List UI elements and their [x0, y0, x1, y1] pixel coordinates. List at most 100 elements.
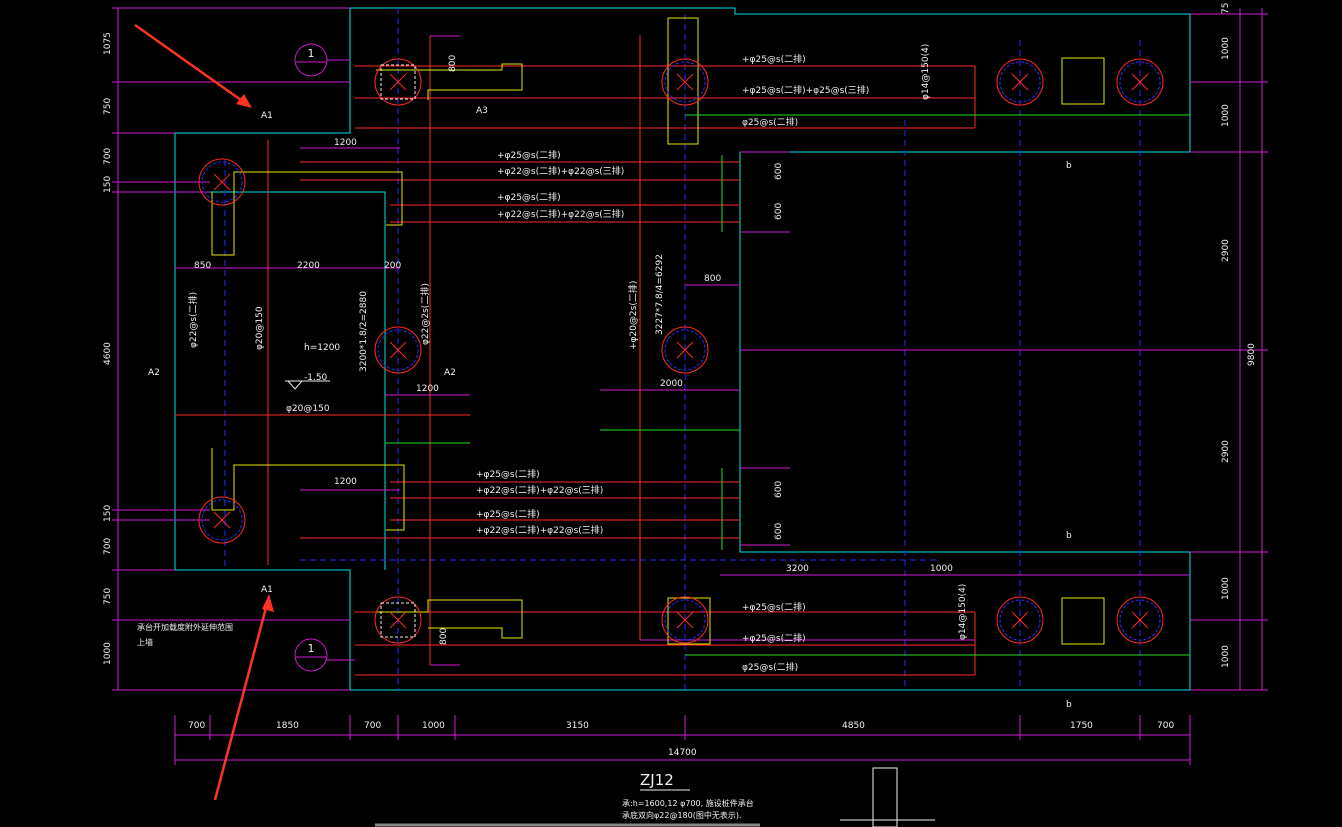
axis-grid: [224, 8, 1141, 690]
section-detail-box: [872, 767, 898, 827]
dim-left-6: 150: [103, 505, 113, 522]
green-lines: [385, 114, 1190, 656]
dim-inner-2000: 2000: [660, 379, 683, 389]
dim-inner-1200b: 1200: [416, 384, 439, 394]
dim-bottom-6: 4850: [842, 721, 865, 731]
dim-bottom-5: 3150: [566, 721, 589, 731]
zone-label-b-1: b: [1066, 161, 1072, 171]
section-mark-top: 1: [294, 43, 350, 77]
pile: [996, 58, 1044, 106]
rebar-label-low-1: +φ25@s(二排): [476, 468, 540, 480]
dim-inner-800b: 800: [439, 628, 449, 645]
rebar-label-stirrup-bot: φ14@150(4): [958, 584, 968, 640]
dim-bottom-8: 700: [1157, 721, 1174, 731]
dim-right-2: 1000: [1221, 37, 1231, 60]
rebar-label-top-3: φ25@s(二排): [742, 116, 798, 128]
label-calc-2: 3227*7.8/4=6292: [655, 254, 665, 335]
rebar-label-bot-2: +φ25@s(二排): [742, 632, 806, 644]
dim-inner-2200: 2200: [297, 261, 320, 271]
dim-inner-600d: 600: [774, 523, 784, 540]
drawing-title: ZJ12: [640, 771, 674, 789]
piles: [198, 58, 1164, 644]
zone-label-b-2: b: [1066, 531, 1072, 541]
dim-left-7: 700: [103, 538, 113, 555]
dim-inner-200: 200: [384, 261, 401, 271]
pile: [198, 158, 246, 206]
rebar-label-v22: φ22@s(二排): [187, 292, 199, 348]
dim-inner-600c: 600: [774, 481, 784, 498]
dim-left-9: 1000: [103, 642, 113, 665]
zone-label-a2-left: A2: [148, 368, 160, 378]
dim-left-8: 750: [103, 588, 113, 605]
dim-left-4: 150: [103, 176, 113, 193]
rebar-label-top-1: +φ25@s(二排): [742, 53, 806, 65]
zone-label-a3: A3: [476, 106, 488, 116]
rebar-label-bot-1: +φ25@s(二排): [742, 601, 806, 613]
side-note-line-2: 上墙: [137, 637, 153, 647]
dimension-lines: [112, 7, 1268, 765]
rebar-label-mid-4: +φ22@s(二排)+φ22@s(三排): [497, 208, 624, 220]
dim-left-2: 750: [103, 98, 113, 115]
zone-label-b-3: b: [1066, 700, 1072, 710]
dim-inner-1200c: 1200: [334, 477, 357, 487]
dim-inner-3200: 3200: [786, 564, 809, 574]
pile: [374, 596, 422, 644]
dim-left-5: 4600: [103, 342, 113, 365]
dim-left-1: 1075: [103, 32, 113, 55]
rebar-label-bot-3: φ25@s(二排): [742, 661, 798, 673]
rebar-label-top-2: +φ25@s(二排)+φ25@s(三排): [742, 84, 869, 96]
rebar-label-v20: φ20@150: [255, 306, 265, 350]
pile: [661, 58, 709, 106]
rebar-label-low-4: +φ22@s(二排)+φ22@s(三排): [476, 524, 603, 536]
dim-left-3: 700: [103, 148, 113, 165]
zone-label-a1-top: A1: [261, 111, 273, 121]
label-calc-1: 3200*1.8/2=2880: [359, 291, 369, 372]
pile: [1116, 596, 1164, 644]
dim-inner-600a: 600: [774, 163, 784, 180]
dim-bottom-4: 1000: [422, 721, 445, 731]
pile: [1116, 58, 1164, 106]
rebar-label-mid-1: +φ25@s(二排): [497, 149, 561, 161]
pile: [661, 596, 709, 644]
zone-label-a1-bottom: A1: [261, 585, 273, 595]
pile: [374, 58, 422, 106]
dim-inner-850: 850: [194, 261, 211, 271]
dim-right-5: 2900: [1221, 440, 1231, 463]
rebar-label-stirrup-top: φ14@150(4): [921, 44, 931, 100]
annotation-arrows: [134, 23, 274, 801]
section-mark-bottom: 1: [294, 638, 355, 672]
side-note-line-1: 承台开加载度附外延伸范围: [137, 622, 233, 632]
dim-inner-800a: 800: [448, 55, 458, 72]
label-elevation: -1.50: [304, 373, 328, 383]
dim-right-3: 1000: [1221, 104, 1231, 127]
pile: [996, 596, 1044, 644]
dim-inner-600b: 600: [774, 203, 784, 220]
section-mark-bottom-label: 1: [308, 642, 315, 655]
section-mark-top-label: 1: [308, 47, 315, 60]
rebar-label-h20: φ20@150: [286, 404, 330, 414]
dim-bottom-2: 1850: [276, 721, 299, 731]
label-cap-height: h=1200: [304, 343, 340, 353]
rebar-label-v20-2s: +φ20@2s(二排): [627, 281, 639, 350]
dim-inner-1200a: 1200: [334, 138, 357, 148]
elevation-symbol: [286, 380, 304, 390]
dim-right-6: 1000: [1221, 577, 1231, 600]
rebar-label-low-2: +φ22@s(二排)+φ22@s(三排): [476, 484, 603, 496]
dim-right-4: 2900: [1221, 239, 1231, 262]
rebar-label-mid-2: +φ22@s(二排)+φ22@s(三排): [497, 165, 624, 177]
pile: [374, 326, 422, 374]
rebar-lines: [175, 35, 976, 676]
note-line-2: 承底双向φ22@180(图中无表示).: [622, 810, 742, 820]
dim-total: 14700: [668, 748, 697, 758]
rebar-label-v22-2s: φ22@2s(二排): [419, 283, 431, 345]
dim-right-7: 1000: [1221, 645, 1231, 668]
yellow-outlines: [211, 17, 1105, 645]
dim-right-total: 9800: [1247, 343, 1257, 366]
pile: [198, 496, 246, 544]
dim-bottom-3: 700: [364, 721, 381, 731]
dim-inner-800c: 800: [704, 274, 721, 284]
dim-bottom-1: 700: [188, 721, 205, 731]
rebar-label-mid-3: +φ25@s(二排): [497, 191, 561, 203]
dim-right-1: 75: [1221, 3, 1231, 14]
